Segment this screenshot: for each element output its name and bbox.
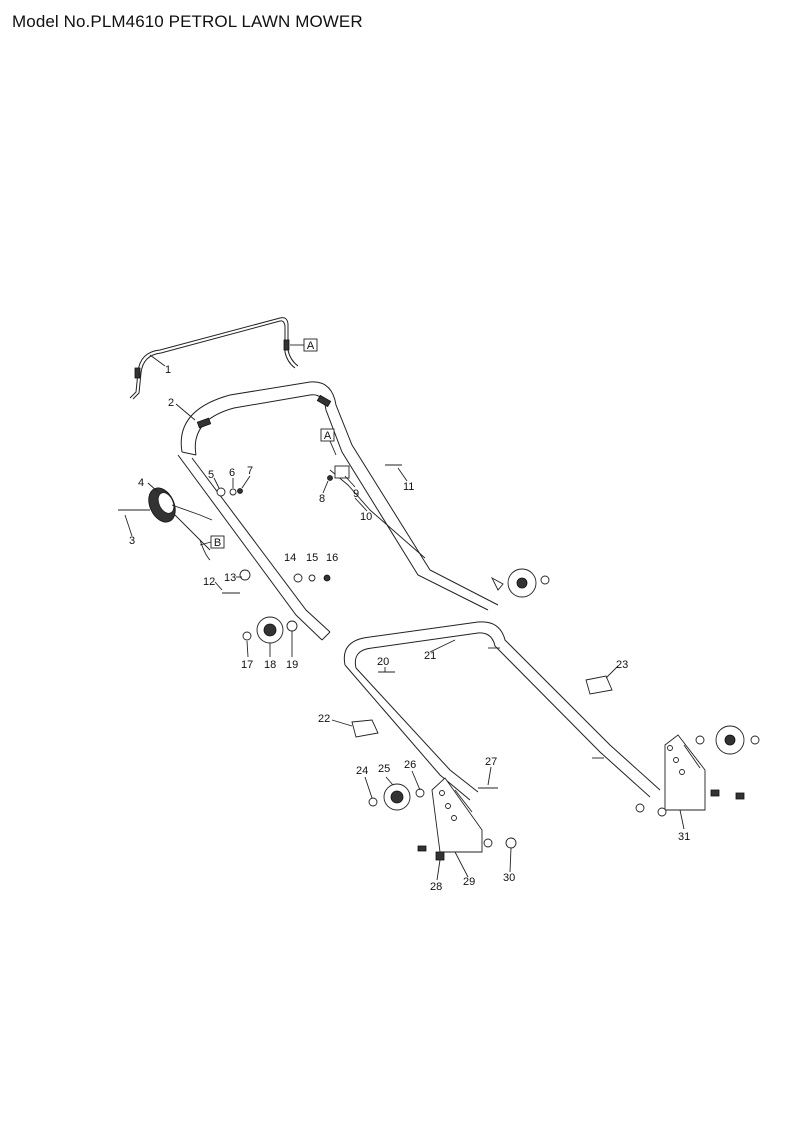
callout-2: 2 [168, 397, 174, 409]
svg-text:A: A [324, 430, 332, 442]
callout-28: 28 [430, 881, 442, 893]
handle-knob-upper [242, 616, 298, 644]
height-bracket-right [664, 734, 706, 811]
callout-27: 27 [485, 756, 497, 768]
svg-text:B: B [214, 537, 221, 549]
height-bracket-left [431, 777, 483, 853]
adjuster-wheel-upper [490, 568, 550, 598]
callout-1: 1 [165, 364, 171, 376]
callout-15: 15 [306, 552, 318, 564]
callout-10: 10 [360, 511, 372, 523]
callout-18: 18 [264, 659, 276, 671]
callout-23: 23 [616, 659, 628, 671]
callout-11: 11 [403, 481, 414, 493]
engine-control-lever [148, 487, 213, 561]
callout-8: 8 [319, 493, 325, 505]
callout-9: 9 [353, 488, 359, 500]
lower-handle [343, 621, 661, 801]
callout-19: 19 [286, 659, 298, 671]
upper-handle [177, 381, 499, 641]
adjuster-wheel-lower [695, 725, 760, 755]
callout-6: 6 [229, 467, 235, 479]
callout-16: 16 [326, 552, 338, 564]
cable-clip-right [585, 675, 613, 695]
callout-17: 17 [241, 659, 253, 671]
callout-29: 29 [463, 876, 475, 888]
callout-7: 7 [247, 465, 253, 477]
reference-mark-a-top: A [290, 338, 318, 352]
callout-4: 4 [138, 477, 144, 489]
callout-3: 3 [129, 535, 135, 547]
callout-25: 25 [378, 763, 390, 775]
reference-mark-b: B [199, 535, 225, 549]
callout-21: 21 [424, 650, 436, 662]
handle-knob-lower [368, 783, 425, 811]
throttle-cable [329, 469, 426, 559]
callout-14: 14 [284, 552, 296, 564]
callout-30: 30 [503, 872, 515, 884]
page-title: Model No.PLM4610 PETROL LAWN MOWER [12, 12, 363, 31]
callout-31: 31 [678, 831, 690, 843]
cable-clip-left [351, 719, 379, 738]
svg-text:A: A [307, 340, 315, 352]
callout-26: 26 [404, 759, 416, 771]
control-bail-bar [129, 317, 299, 400]
callout-22: 22 [318, 713, 330, 725]
callout-20: 20 [377, 656, 389, 668]
fasteners [118, 464, 745, 861]
callout-24: 24 [356, 765, 368, 777]
callout-leaders [124, 354, 685, 881]
callout-13: 13 [224, 572, 236, 584]
reference-mark-a-middle: A [320, 428, 337, 456]
callout-numbers: 1 2 3 4 5 6 7 8 9 10 11 12 13 14 15 16 1… [129, 364, 690, 893]
callout-5: 5 [208, 469, 214, 481]
callout-12: 12 [203, 576, 215, 588]
